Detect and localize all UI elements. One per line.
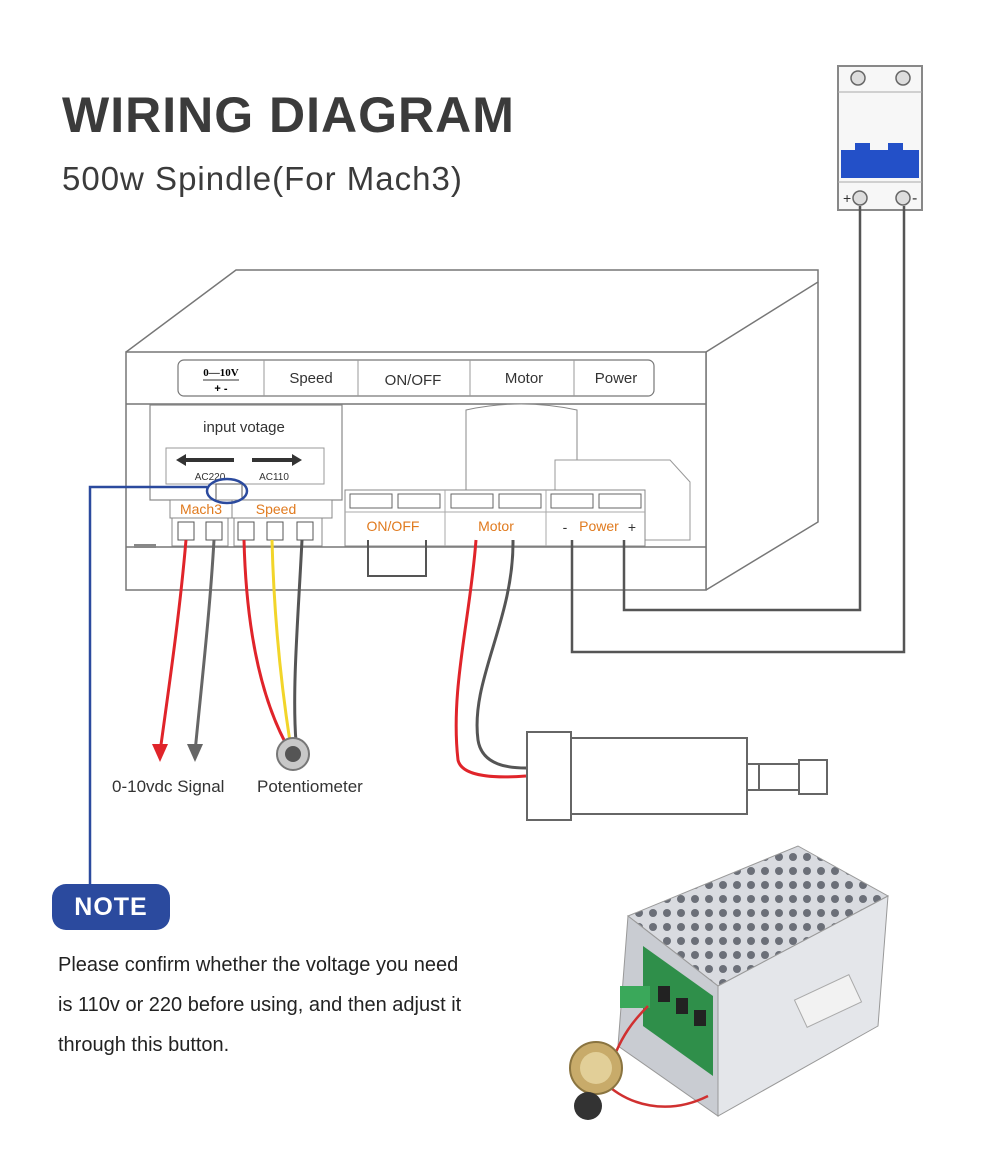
motor-gray-wire	[475, 539, 527, 770]
power-plus-wire	[622, 206, 862, 612]
label-power: Power	[595, 370, 638, 387]
ac220-label: AC220	[195, 472, 226, 483]
input-voltage-label: input votage	[203, 419, 285, 436]
photo-potentiometer	[569, 1041, 623, 1120]
motor-red-wire	[454, 539, 527, 779]
product-photo	[569, 845, 890, 1120]
speed-gray-wire	[293, 539, 304, 743]
terminal-block-left: Mach3 Speed	[134, 499, 333, 548]
arrow-right-icon	[252, 454, 302, 466]
breaker-terminal-plus	[852, 190, 868, 206]
mach3-gray-wire	[193, 539, 216, 753]
terminal-label-power-plus: +	[628, 519, 636, 535]
top-label-strip: 0—10V + - Speed ON/OFF Motor Power	[177, 359, 655, 397]
signal-label: 0-10vdc Signal	[112, 777, 224, 796]
breaker-minus-label: -	[912, 190, 917, 207]
voltage-switch-highlight	[205, 477, 249, 505]
terminal-label-speed: Speed	[256, 501, 296, 517]
power-minus-wire	[570, 206, 906, 654]
breaker-screw-top-left	[850, 70, 866, 86]
terminal-label-motor: Motor	[478, 518, 514, 534]
note-text: Please confirm whether the voltage you n…	[58, 954, 462, 1056]
terminal-label-on-off: ON/OFF	[367, 518, 420, 534]
controller-unit-photo	[617, 845, 890, 1117]
breaker-screw-top-right	[895, 70, 911, 86]
arrow-left-icon	[176, 454, 234, 466]
label-speed: Speed	[289, 370, 332, 387]
mach3-red-wire	[158, 539, 188, 753]
potentiometer	[276, 737, 310, 771]
breaker-switch	[841, 143, 919, 178]
breaker-terminal-minus	[895, 190, 911, 206]
label-range-polarity: + -	[214, 383, 227, 395]
potentiometer-label: Potentiometer	[257, 777, 363, 796]
input-voltage-selector: input votage AC220 AC110	[149, 404, 343, 501]
circuit-breaker: + -	[837, 65, 923, 211]
note-badge: NOTE	[52, 884, 170, 930]
label-range-voltage: 0—10V	[203, 367, 239, 379]
page-title: WIRING DIAGRAM	[62, 87, 515, 143]
note-pointer-line	[88, 485, 207, 886]
signal-arrow-red-icon	[152, 744, 168, 762]
ac110-label: AC110	[259, 472, 289, 483]
on-off-jumper-wire	[367, 540, 427, 577]
speed-yellow-wire	[270, 539, 292, 743]
spindle-motor	[526, 731, 828, 821]
speed-red-wire	[242, 539, 287, 743]
terminal-label-power: Power	[579, 518, 619, 534]
terminal-label-mach3: Mach3	[180, 501, 222, 517]
label-on-off: ON/OFF	[385, 372, 442, 389]
terminal-label-power-minus: -	[563, 519, 568, 535]
label-motor: Motor	[505, 370, 543, 387]
page-subtitle: 500w Spindle(For Mach3)	[62, 160, 463, 197]
signal-arrow-gray-icon	[187, 744, 203, 762]
voltage-switch-button[interactable]	[215, 483, 243, 501]
breaker-plus-label: +	[843, 190, 851, 206]
terminal-block-right: ON/OFF Motor - Power +	[344, 489, 646, 547]
